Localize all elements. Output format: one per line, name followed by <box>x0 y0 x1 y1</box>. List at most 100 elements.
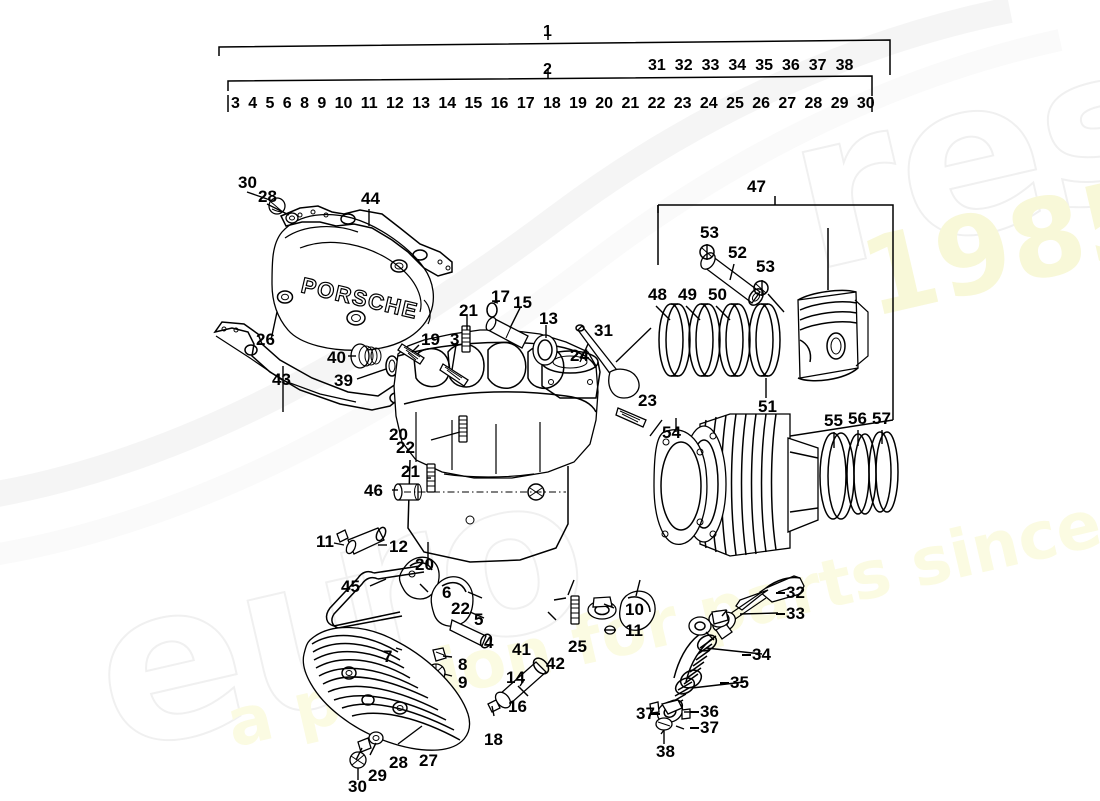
circlip-53-right <box>753 280 769 296</box>
callout-11-left: 11 <box>316 532 334 551</box>
callout-57: 57 <box>872 409 891 428</box>
stud-23 <box>615 407 647 428</box>
pushrod-12 <box>345 526 387 555</box>
callout-41: 41 <box>512 640 531 659</box>
valve-seat-36 <box>656 699 684 724</box>
callout-9: 9 <box>458 673 468 692</box>
stud-25 <box>570 595 580 625</box>
callout-37-right: 37 <box>700 718 719 737</box>
rocker-41 <box>619 590 656 631</box>
callout-36: 36 <box>700 702 719 721</box>
dash-37 <box>690 727 699 729</box>
valve-31 <box>575 324 640 399</box>
callout-12: 12 <box>389 537 408 556</box>
callout-27: 27 <box>419 751 438 770</box>
pushrod-tube-16 <box>494 657 550 709</box>
callout-18: 18 <box>484 730 503 749</box>
callout-10: 10 <box>625 600 644 619</box>
bracket-number: 10 <box>334 95 353 112</box>
bracket-number: 21 <box>621 95 640 112</box>
bracket-number: 11 <box>360 95 378 112</box>
nut-10 <box>587 596 617 620</box>
bracket-number: 18 <box>542 95 561 112</box>
piston-ring-49 <box>688 303 721 377</box>
callout-45: 45 <box>341 577 360 596</box>
bracket-row-bottom-numbers: 3 4 5 6 8 9 10 11 12 13 14 15 16 17 18 1… <box>231 96 875 112</box>
valve-spring-34 <box>673 633 718 689</box>
stud-22-mid <box>458 415 468 443</box>
bracket-number: 5 <box>265 95 275 112</box>
gasket-54 <box>653 429 708 545</box>
clip-18 <box>487 699 501 713</box>
bracket-number: 26 <box>752 95 771 112</box>
callout-5: 5 <box>474 610 484 629</box>
callout-22-upper: 22 <box>396 438 415 457</box>
stud-19 <box>397 343 425 365</box>
part-28-washer-bottom <box>368 731 384 745</box>
callout-20-upper: 20 <box>389 425 408 444</box>
rocker-shaft-4 <box>449 619 493 649</box>
callout-16: 16 <box>508 697 527 716</box>
keeper-37-left <box>649 701 660 714</box>
callout-28-bottom: 28 <box>389 753 408 772</box>
callout-52: 52 <box>728 243 747 262</box>
valve-32 <box>723 575 805 625</box>
dash-34 <box>742 654 751 656</box>
callout-35: 35 <box>730 673 749 692</box>
bracket-row-top-numbers: 31 32 33 34 35 36 37 38 <box>648 58 853 74</box>
bracket-number: 22 <box>647 95 666 112</box>
callout-38: 38 <box>656 742 675 761</box>
keeper-37-right <box>681 708 691 720</box>
callout-17: 17 <box>491 287 510 306</box>
bracket-number: 24 <box>699 95 718 112</box>
callout-47: 47 <box>747 177 766 196</box>
callout-34: 34 <box>752 645 771 664</box>
bracket-number: 30 <box>856 95 875 112</box>
bracket-number: 12 <box>386 95 404 112</box>
part-30-nut-bottom <box>349 751 367 769</box>
callout-6: 6 <box>442 583 452 602</box>
callout-20-lower: 20 <box>415 555 434 574</box>
bracket-number: 17 <box>516 95 535 112</box>
bracket-number: 4 <box>248 95 258 112</box>
callout-49: 49 <box>678 285 697 304</box>
washer-8 <box>432 647 447 662</box>
callout-3: 3 <box>450 330 460 349</box>
bracket-number: 35 <box>755 57 773 74</box>
callout-54: 54 <box>662 423 681 442</box>
seal-14 <box>688 616 712 636</box>
guide-15 <box>485 316 529 349</box>
part-28-washer-top <box>285 212 299 224</box>
part-29-clip-bottom <box>357 737 372 753</box>
valve-cover-27 <box>302 626 471 751</box>
callout-30-top: 30 <box>238 173 257 192</box>
callout-4: 4 <box>484 633 494 652</box>
callout-26: 26 <box>256 330 275 349</box>
callout-25: 25 <box>568 637 587 656</box>
bracket-number: 31 <box>648 57 666 74</box>
callout-51: 51 <box>758 397 777 416</box>
callout-13: 13 <box>539 309 558 328</box>
bracket-number: 32 <box>674 57 693 74</box>
callout-56: 56 <box>848 409 867 428</box>
callout-22-lower: 22 <box>451 599 470 618</box>
callout-40: 40 <box>327 348 346 367</box>
callout-48: 48 <box>648 285 667 304</box>
shim-55 <box>819 432 855 520</box>
rocker-arm-5 <box>430 576 474 627</box>
callout-15: 15 <box>513 293 532 312</box>
stud-3 <box>439 363 469 387</box>
shim-57 <box>868 431 899 513</box>
dash-33 <box>776 613 785 615</box>
callout-50: 50 <box>708 285 727 304</box>
bracket-number: 6 <box>282 95 292 112</box>
callout-21-lower: 21 <box>401 462 420 481</box>
callout-53-right: 53 <box>756 257 775 276</box>
bracket-number: 3 <box>231 95 240 112</box>
callout-21-upper: 21 <box>459 301 478 320</box>
valve-cover-26: PORSCHE <box>271 213 435 351</box>
callout-8: 8 <box>458 655 468 674</box>
bracket-number: 9 <box>317 95 327 112</box>
